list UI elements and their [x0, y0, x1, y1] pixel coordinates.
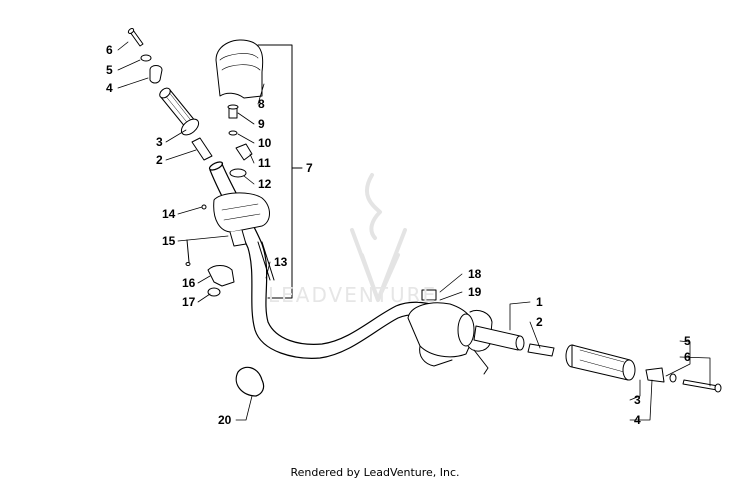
callout-right-6[interactable]: 6 [684, 350, 691, 364]
callout-left-3[interactable]: 3 [156, 135, 163, 149]
stack-hardware [227, 104, 253, 178]
right-control-housing [407, 289, 493, 375]
callout-10[interactable]: 10 [258, 136, 272, 150]
callout-15[interactable]: 15 [162, 234, 176, 248]
callout-18[interactable]: 18 [468, 267, 482, 281]
left-grip [159, 87, 200, 136]
handlebar-tube [208, 161, 441, 359]
left-tube [191, 137, 213, 161]
callout-16[interactable]: 16 [182, 276, 196, 290]
right-throttle-tube [473, 325, 525, 351]
callout-right-5[interactable]: 5 [684, 334, 691, 348]
callout-right-2[interactable]: 2 [536, 315, 543, 329]
left-end-hardware [127, 28, 163, 84]
leader-lines [117, 41, 711, 421]
clamp-assembly [185, 192, 270, 266]
callout-left-2[interactable]: 2 [156, 153, 163, 167]
watermark-logo [350, 173, 407, 302]
cover-part [215, 39, 264, 99]
screw-13 [257, 241, 275, 281]
callout-right-1[interactable]: 1 [536, 295, 543, 309]
callout-12[interactable]: 12 [258, 177, 272, 191]
callout-7[interactable]: 7 [306, 161, 313, 175]
callout-19[interactable]: 19 [468, 285, 482, 299]
callout-9[interactable]: 9 [258, 117, 265, 131]
callout-14[interactable]: 14 [162, 207, 176, 221]
callout-right-3[interactable]: 3 [634, 393, 641, 407]
callout-17[interactable]: 17 [182, 295, 196, 309]
callout-left-6[interactable]: 6 [106, 43, 113, 57]
callout-left-4[interactable]: 4 [106, 81, 113, 95]
right-insert [527, 343, 555, 357]
callout-11[interactable]: 11 [258, 156, 271, 170]
callout-13[interactable]: 13 [274, 255, 288, 269]
right-end-hardware [645, 367, 722, 393]
footer-credit: Rendered by LeadVenture, Inc. [290, 466, 460, 479]
callout-right-4[interactable]: 4 [634, 413, 641, 427]
small-clamp [207, 265, 235, 297]
clip-ring-20 [235, 366, 265, 397]
callout-left-5[interactable]: 5 [106, 63, 113, 77]
right-grip [565, 344, 636, 381]
watermark-text: LEADVENTURE [268, 283, 438, 307]
callout-8[interactable]: 8 [258, 97, 265, 111]
group-bracket-7 [257, 44, 303, 299]
callout-20[interactable]: 20 [218, 413, 232, 427]
